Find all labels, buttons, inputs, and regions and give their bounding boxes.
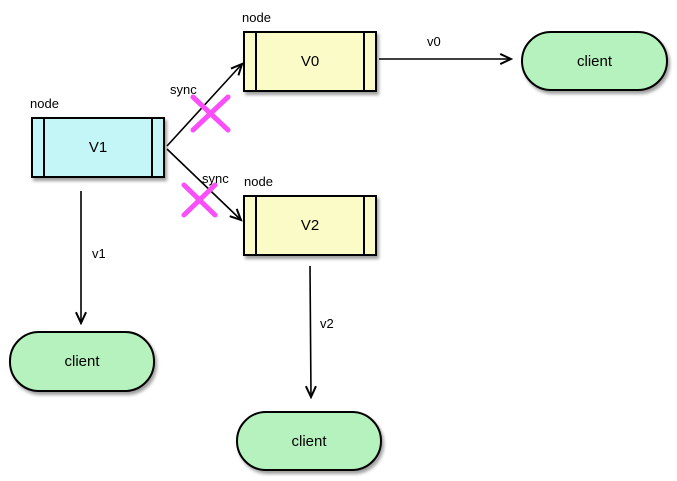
client-bottom-center: client [236,411,382,471]
edge-label-sync-bottom: sync [202,171,229,186]
node-v2-stereotype: node [244,174,273,189]
node-v2-label: V2 [300,217,320,234]
edge-label-v1: v1 [92,246,106,261]
edge-v2-to-client [310,265,311,397]
client-bottom-left-label: client [64,353,100,370]
edge-label-sync-top: sync [170,82,197,97]
crossout-x-mark-bottom [181,182,218,218]
crossout-x-mark-top [190,94,231,133]
client-top-right: client [521,31,668,91]
node-v0-stereotype: node [242,10,271,25]
node-v0: V0 [243,31,377,92]
node-v1-stereotype: node [30,96,59,111]
edge-sync-v1-to-v2 [166,148,241,220]
node-v1: V1 [31,117,165,178]
node-v0-label: V0 [300,53,320,70]
edge-label-v2: v2 [320,316,334,331]
node-v2: V2 [243,195,377,256]
client-bottom-center-label: client [291,432,327,450]
client-top-right-label: client [576,52,613,70]
node-v1-label: V1 [88,139,108,156]
edge-label-v0: v0 [427,34,441,49]
client-bottom-left: client [9,331,155,392]
